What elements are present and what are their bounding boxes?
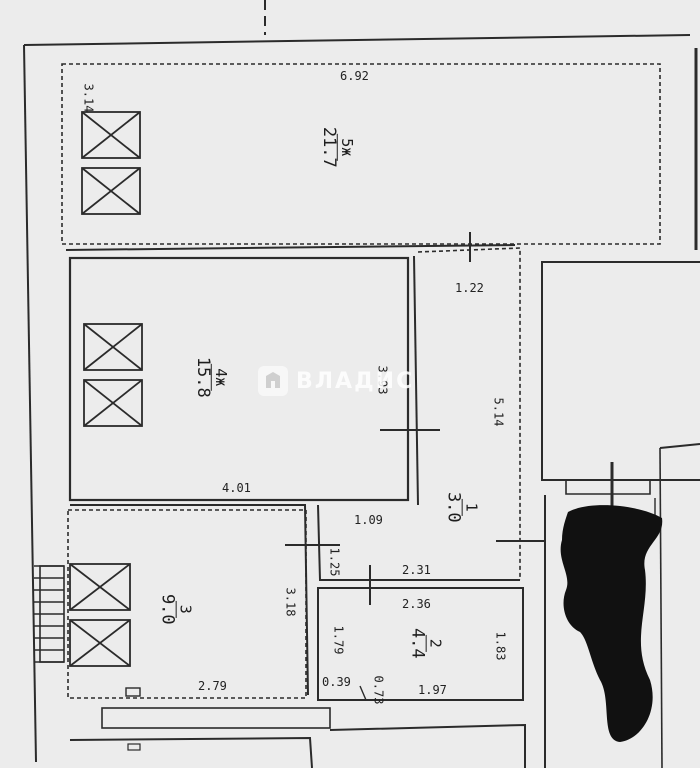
dim-bath-length: 2.36 bbox=[402, 597, 431, 611]
room-2-label: 2 4.4 bbox=[407, 627, 445, 659]
dim-niche-width: 0.73 bbox=[371, 675, 386, 705]
room-1-label: 1 3.0 bbox=[443, 491, 481, 523]
room-5-suffix: ж bbox=[337, 147, 356, 157]
dim-kitchen-height: 3.18 bbox=[283, 587, 298, 617]
room-2-outline bbox=[317, 587, 524, 701]
wall bbox=[69, 736, 313, 768]
wall bbox=[413, 255, 419, 506]
watermark-text: ВЛАДИС bbox=[296, 368, 415, 394]
dim-bath-height-left: 1.79 bbox=[331, 625, 346, 655]
neighbor-room bbox=[541, 261, 700, 481]
wall bbox=[65, 244, 516, 251]
room-3-label: 3 9.0 bbox=[157, 593, 195, 625]
room-4-area: 15.8 bbox=[193, 356, 214, 398]
window-cross-icon bbox=[81, 167, 141, 215]
dim-bath-bottom-length: 1.97 bbox=[418, 683, 447, 697]
room-3-number: 3 bbox=[175, 600, 195, 618]
room-5-outline bbox=[61, 63, 661, 245]
room-4-outline bbox=[68, 256, 410, 502]
small-block bbox=[125, 687, 141, 697]
small-block bbox=[127, 743, 141, 751]
room-4-suffix: ж bbox=[211, 377, 230, 387]
wall bbox=[329, 723, 526, 768]
window-cross-icon bbox=[83, 323, 143, 371]
window-cross-icon bbox=[83, 379, 143, 427]
dim-room5-length: 6.92 bbox=[340, 69, 369, 83]
dim-room5-width: 3.14 bbox=[81, 83, 96, 113]
corridor-outline bbox=[417, 247, 521, 580]
dim-hall-width: 1.09 bbox=[354, 513, 383, 527]
stair-steps bbox=[34, 625, 64, 663]
wall bbox=[70, 504, 309, 696]
door-frame bbox=[565, 480, 651, 495]
watermark: ВЛАДИС bbox=[258, 366, 414, 396]
niche-mark bbox=[359, 685, 367, 701]
dim-corridor-width: 1.22 bbox=[455, 281, 484, 295]
balcony-strip bbox=[101, 707, 331, 729]
outer-wall-left bbox=[23, 44, 37, 763]
stair-block bbox=[39, 565, 65, 663]
stair-steps bbox=[34, 565, 64, 615]
room-5-label: 5ж 21.7 bbox=[319, 126, 356, 168]
room-2-number: 2 bbox=[425, 634, 445, 652]
dim-room4-length: 4.01 bbox=[222, 481, 251, 495]
room-4-label: 4ж 15.8 bbox=[193, 356, 230, 398]
room-3-outline bbox=[67, 509, 307, 699]
dim-niche-depth: 0.39 bbox=[322, 675, 351, 689]
dim-bath-top-length: 2.31 bbox=[402, 563, 431, 577]
wall bbox=[317, 504, 520, 581]
window-cross-icon bbox=[69, 563, 131, 611]
dim-corridor-length: 5.14 bbox=[491, 397, 506, 427]
room-3-area: 9.0 bbox=[157, 593, 178, 625]
wall bbox=[659, 443, 700, 449]
dim-kitchen-length: 2.79 bbox=[198, 679, 227, 693]
room-5-area: 21.7 bbox=[319, 126, 340, 168]
room-1-area: 3.0 bbox=[443, 491, 464, 523]
dim-bath-height-right: 1.83 bbox=[493, 631, 508, 661]
room-1-number: 1 bbox=[461, 498, 481, 516]
vladis-logo-icon bbox=[258, 366, 288, 396]
dim-hall-small: 1.25 bbox=[327, 547, 342, 577]
room-2-area: 4.4 bbox=[407, 627, 428, 659]
outer-wall bbox=[23, 34, 691, 46]
wall bbox=[659, 447, 663, 768]
redaction-mark bbox=[560, 505, 663, 742]
window-cross-icon bbox=[69, 619, 131, 667]
window-cross-icon bbox=[81, 111, 141, 159]
